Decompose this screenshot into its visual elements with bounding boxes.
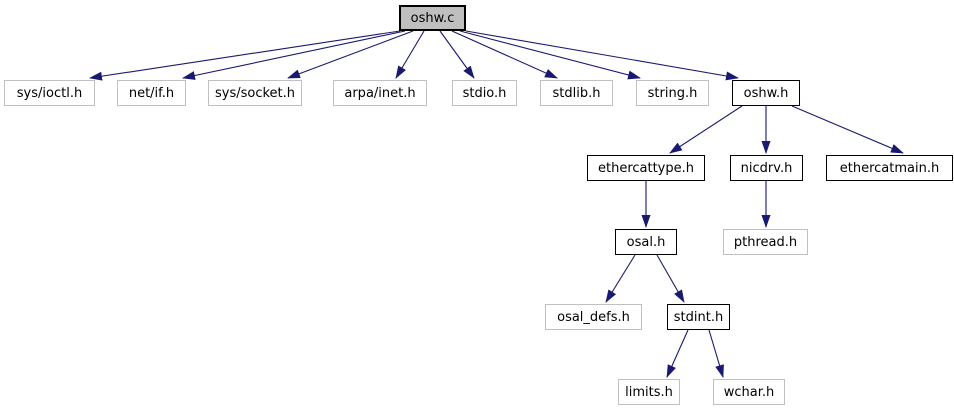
- edge-oshw_c-stdio_h: [439, 30, 475, 79]
- edge-oshw_c-string_h: [459, 30, 641, 80]
- node-oshw-h[interactable]: oshw.h: [732, 80, 800, 106]
- node-label: net/if.h: [128, 85, 175, 101]
- node-label: pthread.h: [733, 234, 798, 250]
- node-osal-h[interactable]: osal.h: [615, 229, 677, 255]
- edge-oshw_c-sys_socket_h: [287, 30, 414, 79]
- node-label: nicdrv.h: [740, 160, 793, 176]
- node-label: oshw.h: [743, 85, 789, 101]
- node-ethercatmain-h[interactable]: ethercatmain.h: [826, 155, 953, 181]
- node-string-h: string.h: [636, 80, 709, 106]
- node-limits-h: limits.h: [618, 379, 680, 405]
- node-stdio-h: stdio.h: [452, 80, 517, 106]
- node-osal-defs-h: osal_defs.h: [545, 304, 642, 330]
- node-nicdrv-h[interactable]: nicdrv.h: [730, 155, 803, 181]
- node-oshw-c: oshw.c: [399, 5, 466, 31]
- node-label: string.h: [647, 85, 698, 101]
- node-label: ethercattype.h: [597, 160, 694, 176]
- node-label: arpa/inet.h: [344, 85, 416, 101]
- node-ethercattype-h[interactable]: ethercattype.h: [587, 155, 705, 181]
- node-label: stdlib.h: [552, 85, 601, 101]
- edge-oshw_c-arpa_inet_h: [395, 30, 425, 79]
- edge-stdint_h-wchar_h: [708, 329, 724, 378]
- node-stdlib-h: stdlib.h: [540, 80, 613, 106]
- node-label: wchar.h: [723, 384, 775, 400]
- node-label: stdint.h: [673, 309, 724, 325]
- node-label: osal_defs.h: [557, 309, 630, 325]
- node-sys-socket-h: sys/socket.h: [208, 80, 302, 106]
- node-label: ethercatmain.h: [839, 160, 940, 176]
- node-label: osal.h: [626, 234, 666, 250]
- edge-oshw_c-stdlib_h: [451, 30, 558, 79]
- edge-oshw_c-oshw_h: [465, 30, 739, 81]
- edge-oshw_c-sys_ioctl_h: [89, 30, 401, 81]
- node-arpa-inet-h: arpa/inet.h: [333, 80, 427, 106]
- edge-osal_h-stdint_h: [656, 254, 685, 303]
- edge-osal_h-osal_defs_h: [605, 254, 636, 303]
- node-net-if-h: net/if.h: [117, 80, 186, 106]
- edge-oshw_h-ethercattype_h: [669, 105, 743, 154]
- node-stdint-h[interactable]: stdint.h: [667, 304, 730, 330]
- node-sys-ioctl-h: sys/ioctl.h: [4, 80, 95, 106]
- node-label: stdio.h: [462, 85, 507, 101]
- node-label: oshw.c: [410, 10, 455, 26]
- edge-oshw_h-ethercatmain_h: [791, 105, 904, 154]
- node-wchar-h: wchar.h: [713, 379, 785, 405]
- edge-oshw_c-net_if_h: [182, 30, 406, 80]
- node-label: sys/ioctl.h: [16, 85, 83, 101]
- node-label: limits.h: [625, 384, 673, 400]
- node-label: sys/socket.h: [214, 85, 296, 101]
- node-pthread-h: pthread.h: [723, 229, 808, 255]
- edge-stdint_h-limits_h: [666, 329, 689, 378]
